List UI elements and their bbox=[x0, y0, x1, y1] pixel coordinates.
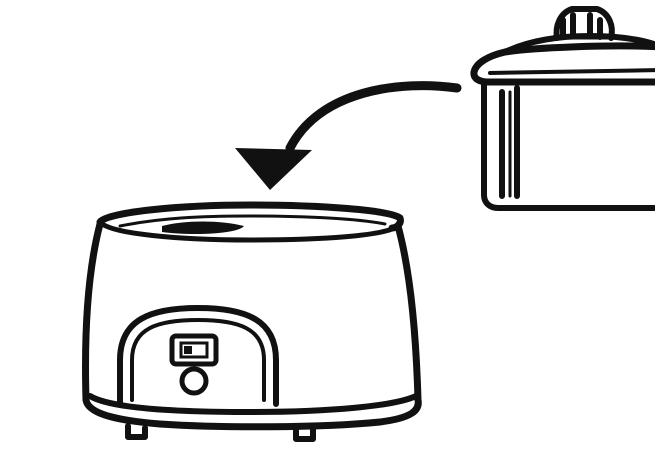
curved-arrow-icon bbox=[235, 81, 462, 190]
arrow-shaft bbox=[285, 81, 462, 153]
lid-dome bbox=[502, 33, 655, 55]
base-top-rim bbox=[96, 201, 404, 232]
appliance-base-icon bbox=[82, 201, 422, 442]
power-button-icon bbox=[179, 366, 209, 396]
lid-rim bbox=[470, 42, 655, 86]
rim-handle-slot bbox=[162, 221, 244, 234]
container-pot-icon bbox=[470, 6, 655, 211]
foot-right bbox=[293, 424, 316, 442]
pot-body bbox=[481, 81, 655, 211]
base-bottom-band bbox=[87, 393, 419, 415]
base-body bbox=[82, 220, 422, 431]
control-panel-frame bbox=[117, 305, 279, 407]
foot-left bbox=[125, 423, 148, 440]
display-screen-icon bbox=[169, 333, 219, 367]
arrow-head bbox=[235, 148, 312, 190]
